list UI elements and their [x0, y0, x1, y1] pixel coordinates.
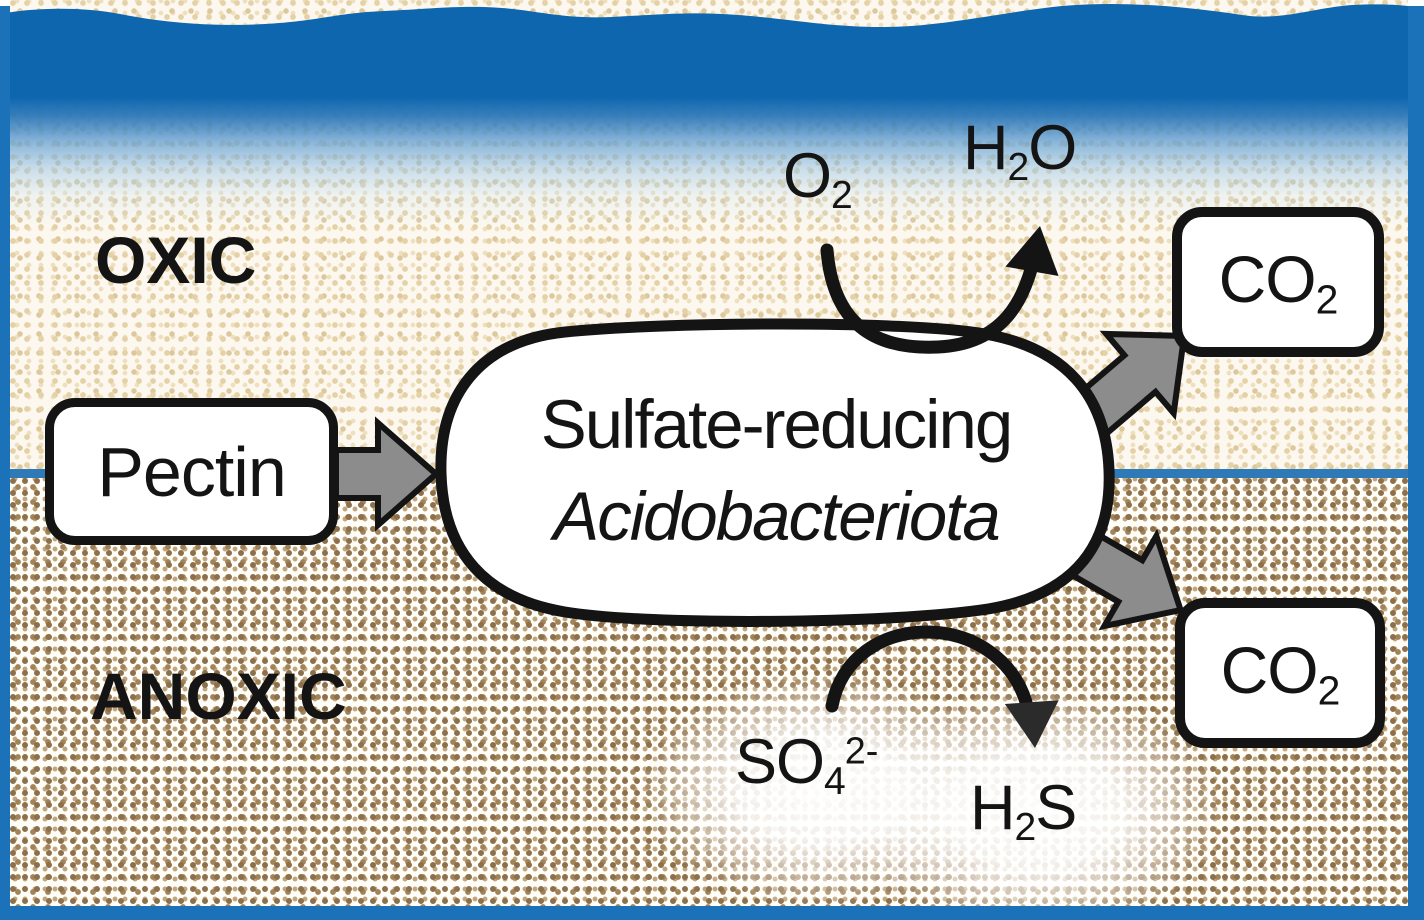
so4-subscript: 4 — [824, 759, 846, 803]
pectin-node: Pectin — [45, 398, 338, 545]
anoxic-zone-label: ANOXIC — [90, 659, 347, 733]
so4-base: SO — [735, 727, 825, 797]
sulfate-label: SO42- — [735, 726, 878, 804]
h2o-post: O — [1028, 113, 1077, 183]
frame-border-bottom — [0, 906, 1424, 920]
o2-subscript: 2 — [831, 173, 853, 217]
o2-label: O2 — [783, 140, 853, 218]
h2s-label: H2S — [970, 772, 1077, 850]
h2o-subscript: 2 — [1007, 145, 1030, 189]
frame-border-right — [1408, 6, 1424, 920]
water-depth-gradient — [0, 96, 1424, 228]
o2-base: O — [783, 141, 832, 211]
co2-anoxic-formula: CO2 — [1220, 632, 1341, 714]
co2-oxic-base: CO — [1218, 241, 1317, 316]
oxic-zone-label: OXIC — [95, 223, 257, 297]
water-surface-wave — [0, 4, 1424, 100]
h2o-label: H2O — [963, 112, 1077, 190]
microbe-label-line1: Sulfate-reducing — [540, 386, 1013, 464]
co2-oxic-subscript: 2 — [1315, 276, 1339, 323]
h2s-subscript: 2 — [1014, 805, 1037, 849]
co2-anoxic-base: CO — [1220, 632, 1319, 707]
co2-node-oxic: CO2 — [1172, 207, 1384, 357]
co2-node-anoxic: CO2 — [1175, 598, 1385, 748]
h2s-pre: H — [970, 773, 1015, 843]
microbe-label: Sulfate-reducing Acidobacteriota — [448, 332, 1104, 610]
pectin-label: Pectin — [97, 432, 287, 511]
co2-anoxic-subscript: 2 — [1317, 667, 1341, 714]
microbe-label-line2: Acidobacteriota — [553, 478, 1001, 555]
co2-oxic-formula: CO2 — [1218, 241, 1339, 323]
so4-superscript: 2- — [844, 730, 879, 773]
h2s-post: S — [1035, 773, 1077, 843]
frame-border-left — [0, 6, 10, 920]
h2o-pre: H — [963, 113, 1008, 183]
